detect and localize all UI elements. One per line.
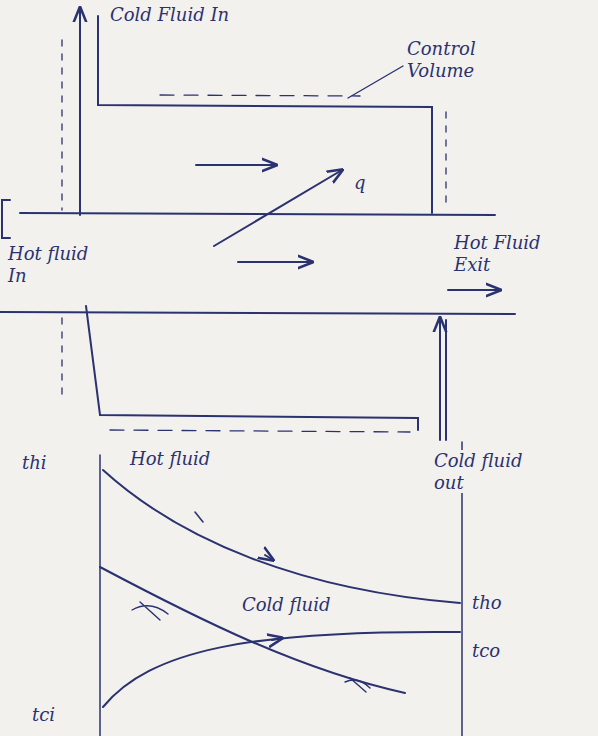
text-label: Cold fluid out <box>432 450 546 493</box>
text-label: tco <box>470 640 502 662</box>
cold-fluid-curve <box>103 632 460 707</box>
dashed-boundary <box>61 40 62 210</box>
curve-mark <box>345 678 370 692</box>
dashed-boundary <box>445 112 446 208</box>
text-label: Hot fluid <box>128 448 212 470</box>
heat-arrow <box>214 170 342 246</box>
dashed-boundary <box>61 318 62 400</box>
bracket <box>2 200 10 238</box>
flow-arrow <box>238 261 312 263</box>
tube-wall <box>0 312 515 314</box>
outlet-wall <box>439 320 441 440</box>
outlet-wall <box>445 320 447 440</box>
curve-arrow <box>272 638 282 640</box>
text-label: Control Volume <box>405 38 509 81</box>
flow-arrow <box>448 289 500 291</box>
tube-wall <box>20 213 495 215</box>
graph-axis <box>99 455 101 736</box>
text-label: Hot Fluid Exit <box>452 232 548 275</box>
flow-arrow <box>196 164 276 166</box>
hot-fluid-curve <box>103 470 460 603</box>
inlet-arrow <box>79 8 81 30</box>
text-label: tci <box>30 704 57 726</box>
text-label: thi <box>20 452 49 474</box>
outlet-arrow <box>439 318 441 322</box>
text-label: Cold fluid <box>240 594 333 616</box>
text-label: Cold Fluid In <box>108 4 231 26</box>
dashed-boundary <box>110 430 410 432</box>
curve-arrow <box>195 512 203 522</box>
leader-line <box>348 66 403 98</box>
text-label: tho <box>470 592 504 614</box>
text-label: q <box>352 172 368 194</box>
inlet-wall <box>79 8 81 215</box>
text-label: Hot fluid In <box>6 243 105 286</box>
curve-arrow <box>265 555 273 560</box>
temperature-difference-curve <box>100 567 405 693</box>
dashed-boundary <box>160 95 360 96</box>
control-volume-outline <box>98 16 432 213</box>
control-volume-outline <box>86 306 418 430</box>
curve-mark <box>132 602 168 620</box>
